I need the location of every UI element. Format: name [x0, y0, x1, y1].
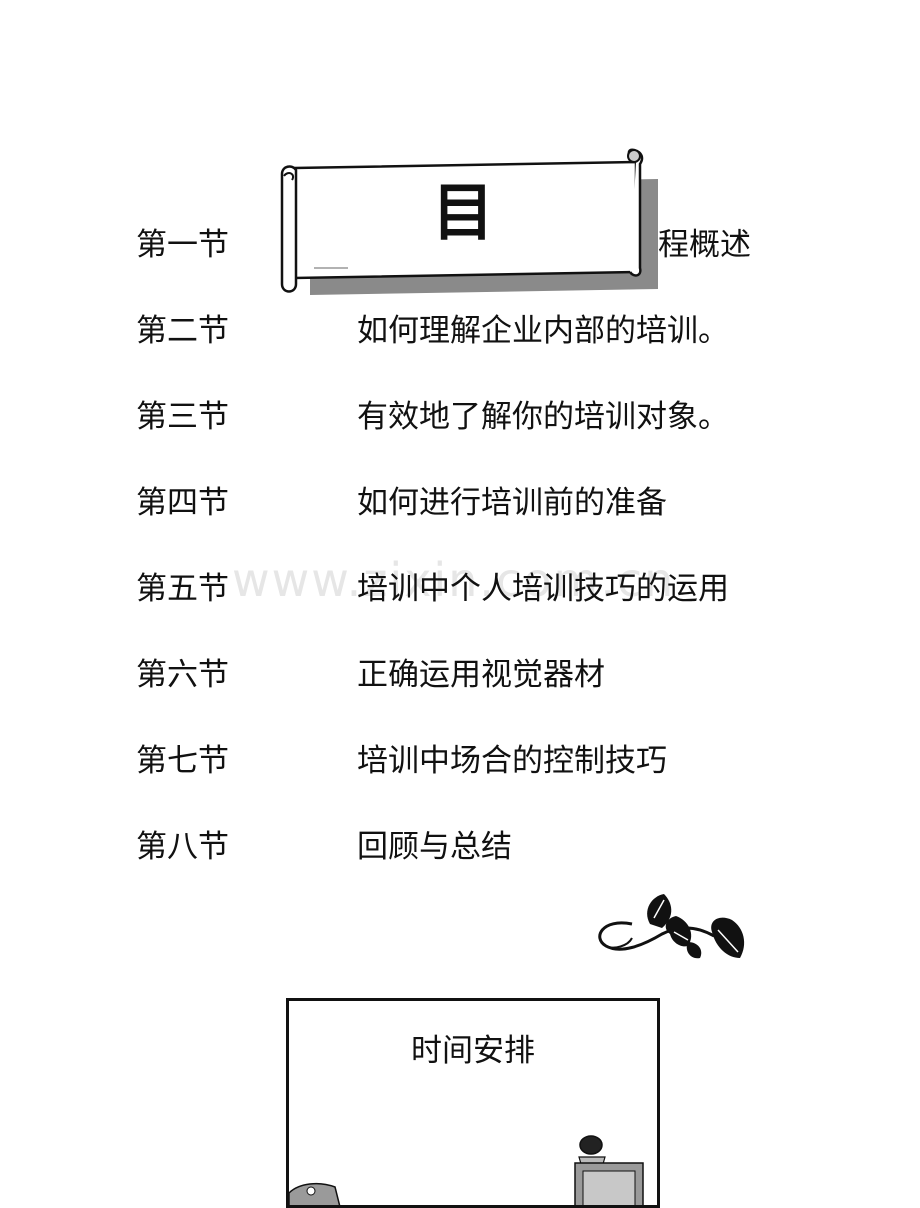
- section-title: 正确运用视觉器材: [357, 657, 605, 693]
- section-label: 第五节: [136, 571, 229, 607]
- watermark-text: www.zixin.com.cn: [232, 553, 676, 607]
- scroll-banner-icon: 目: [278, 148, 668, 300]
- section-title: 有效地了解你的培训对象。: [357, 399, 729, 435]
- section-title: 如何理解企业内部的培训。: [357, 313, 729, 349]
- section-title: 培训中个人培训技巧的运用: [357, 571, 729, 607]
- section-title: 如何进行培训前的准备: [357, 485, 667, 521]
- section-label: 第七节: [136, 743, 229, 779]
- toc-row: 第四节 如何进行培训前的准备: [0, 478, 920, 528]
- section-title: 回顾与总结: [357, 829, 512, 865]
- toc-row: 第一节 程概述: [0, 220, 920, 270]
- toc-row: 第二节 如何理解企业内部的培训。: [0, 306, 920, 356]
- leaf-vine-icon: [592, 888, 752, 974]
- section-label: 第三节: [136, 399, 229, 435]
- toc-row: 第五节 培训中个人培训技巧的运用: [0, 564, 920, 614]
- toc-row: 第八节 回顾与总结: [0, 822, 920, 872]
- section-label: 第二节: [136, 313, 229, 349]
- toc-row: 第六节 正确运用视觉器材: [0, 650, 920, 700]
- section-label: 第六节: [136, 657, 229, 693]
- toc-row: 第七节 培训中场合的控制技巧: [0, 736, 920, 786]
- section-label: 第一节: [136, 227, 229, 263]
- schedule-box: 时间安排: [286, 998, 660, 1208]
- section-label: 第八节: [136, 829, 229, 865]
- section-title: 培训中场合的控制技巧: [357, 743, 667, 779]
- schedule-title: 时间安排: [411, 1033, 535, 1069]
- banner-character: 目: [431, 176, 494, 249]
- section-label: 第四节: [136, 485, 229, 521]
- presentation-clipart-icon: [289, 1135, 644, 1205]
- toc-row: 第三节 有效地了解你的培训对象。: [0, 392, 920, 442]
- section-title: 程概述: [658, 227, 751, 263]
